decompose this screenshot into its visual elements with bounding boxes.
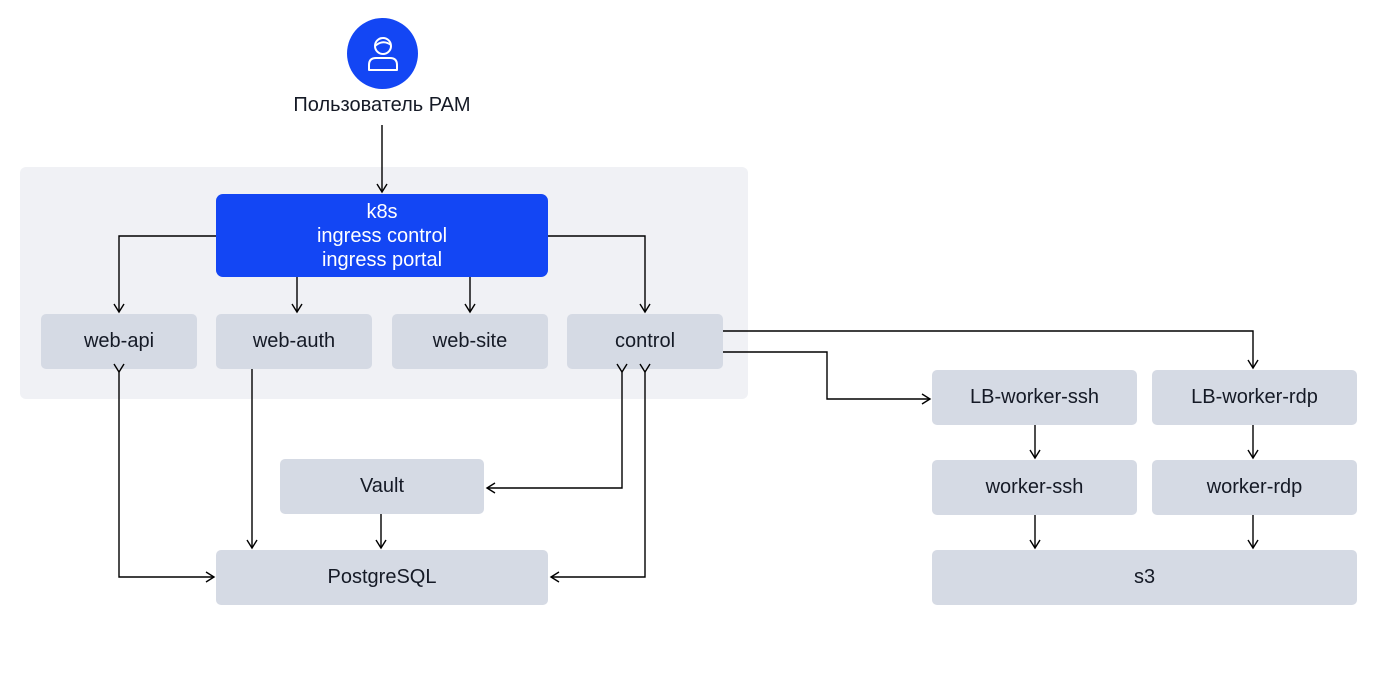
edge-k8s-web-api [113,235,216,314]
edge-web-api-postgres [113,363,216,583]
edge-control-postgres [549,363,651,583]
web-auth-node[interactable]: web-auth [216,314,372,369]
ingress-portal-label: ingress portal [321,248,443,271]
lb-worker-rdp-node[interactable]: LB-worker-rdp [1152,370,1357,425]
user-avatar [347,18,418,89]
edge-control-lb-ssh [723,351,932,405]
web-api-node[interactable]: web-api [41,314,197,369]
user-label: Пользователь PAM [293,94,471,116]
k8s-ingress-node[interactable]: k8s ingress control ingress portal [216,194,548,277]
edge-k8s-control [548,235,651,314]
worker-rdp-node[interactable]: worker-rdp [1152,460,1357,515]
lb-worker-ssh-node[interactable]: LB-worker-ssh [932,370,1137,425]
web-site-node[interactable]: web-site [392,314,548,369]
vault-node[interactable]: Vault [280,459,484,514]
user-icon [367,36,398,71]
k8s-label: k8s [366,200,398,223]
s3-node[interactable]: s3 [932,550,1357,605]
control-node[interactable]: control [567,314,723,369]
ingress-control-label: ingress control [316,224,448,247]
edge-control-vault [485,363,628,494]
edge-control-lb-rdp [723,330,1259,370]
worker-ssh-node[interactable]: worker-ssh [932,460,1137,515]
postgresql-node[interactable]: PostgreSQL [216,550,548,605]
